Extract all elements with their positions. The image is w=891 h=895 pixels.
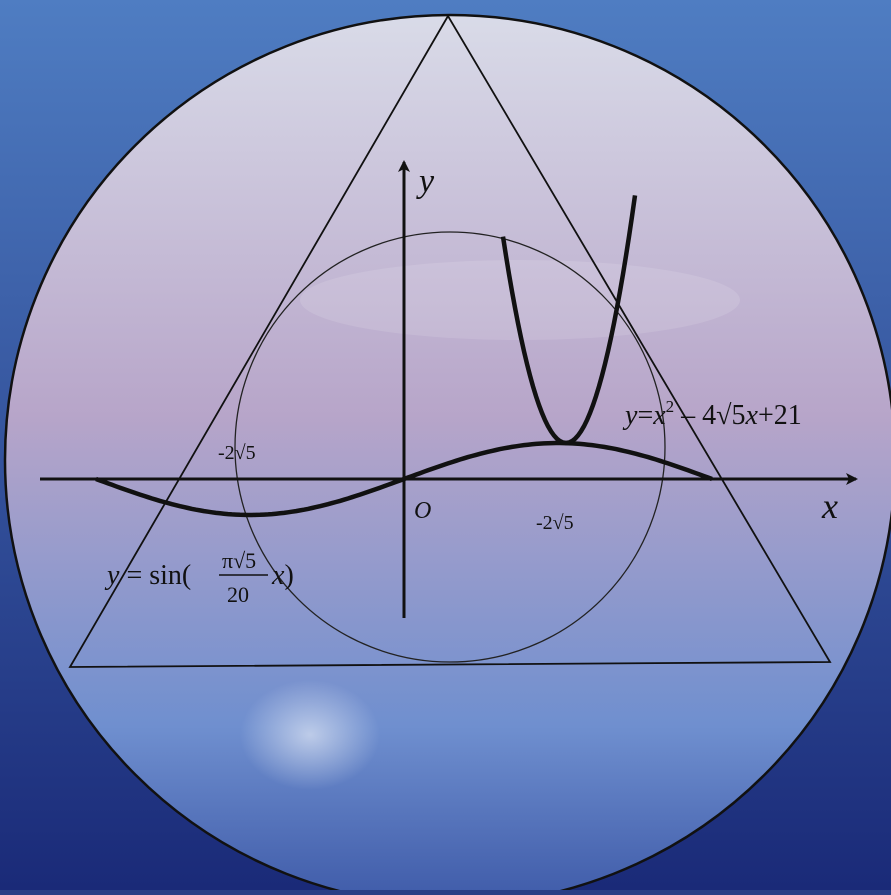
- cloud-band: [300, 260, 740, 340]
- sine-equation: y = sin( π√5 20 x): [104, 548, 294, 607]
- light-glow: [240, 680, 380, 790]
- parabola-eq-minus: – 4: [674, 400, 716, 431]
- parabola-curve: [500, 195, 638, 446]
- sine-eq-sin: = sin(: [119, 560, 191, 591]
- x-axis-label: x: [821, 486, 838, 526]
- origin-label: O: [414, 498, 431, 524]
- outer-circle: [3, 13, 891, 895]
- sine-eq-close: ): [284, 560, 293, 591]
- tick-label-left: -2√5: [218, 442, 256, 464]
- tick-label-right: -2√5: [536, 512, 574, 534]
- triangle: [68, 14, 832, 668]
- inscribed-circle: [234, 231, 666, 663]
- parabola-eq-lhs: y: [622, 400, 638, 431]
- sine-eq-numerator: π√5: [222, 548, 256, 573]
- y-axis-label: y: [416, 163, 435, 200]
- parabola-eq-sign: =: [637, 400, 653, 431]
- sine-curve: [95, 440, 713, 518]
- parabola-eq-radical: √5: [716, 400, 745, 431]
- sine-eq-lhs: y: [104, 560, 120, 591]
- sine-eq-left: y = sin(: [104, 560, 191, 591]
- parabola-eq-x: x: [652, 400, 666, 431]
- parabola-equation: y=x2 – 4√5x+21: [622, 397, 802, 431]
- sine-eq-right: x): [271, 560, 294, 591]
- parabola-eq-tail-x: x: [745, 400, 759, 431]
- sine-eq-denominator: 20: [227, 582, 249, 607]
- sine-eq-x: x: [271, 560, 285, 591]
- parabola-eq-tail: +21: [758, 400, 802, 431]
- parabola-eq-sup: 2: [666, 397, 675, 416]
